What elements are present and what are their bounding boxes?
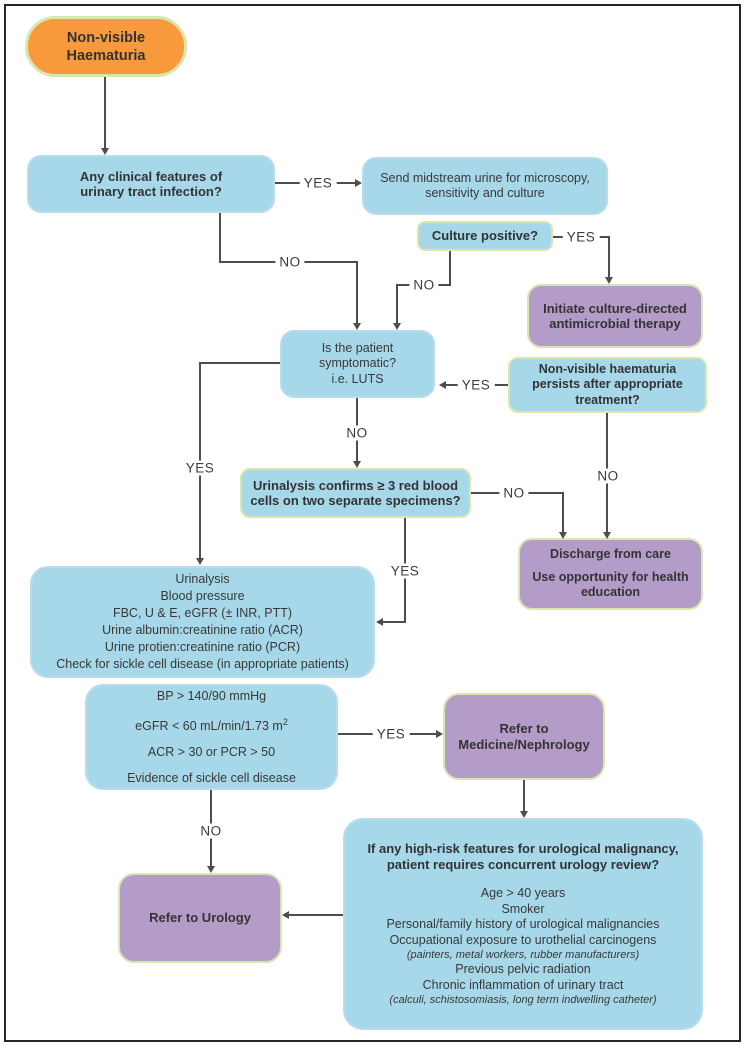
culture-question-box: Culture positive?: [417, 221, 553, 251]
edge-highrisk-to-urology-arrow: [282, 911, 289, 919]
workup-line: Check for sickle cell disease (in approp…: [56, 657, 349, 671]
edge-start-to-uti-arrow: [101, 148, 109, 155]
edge-rbc-no-line: [562, 492, 564, 533]
highrisk-title-line: patient requires concurrent urology revi…: [386, 857, 660, 872]
edge-symptomatic-yes-arrow: [196, 558, 204, 565]
criteria-line: Evidence of sickle cell disease: [127, 771, 296, 786]
criteria-box: BP > 140/90 mmHg eGFR < 60 mL/min/1.73 m…: [85, 684, 338, 790]
rbc-question-line: cells on two separate specimens?: [250, 493, 461, 508]
edge-label-uti-yes: YES: [299, 175, 337, 191]
discharge-box: Discharge from care Use opportunity for …: [518, 538, 703, 610]
highrisk-title-line: If any high-risk features for urological…: [367, 841, 679, 856]
refer-medicine-box: Refer to Medicine/Nephrology: [443, 693, 605, 780]
edge-criteria-no-arrow: [207, 866, 215, 873]
send-msu-line: Send midstream urine for microscopy,: [380, 170, 590, 185]
edge-uti-no-arrow: [353, 323, 361, 330]
highrisk-item-note: (painters, metal workers, rubber manufac…: [406, 949, 640, 961]
refer-medicine-line: Medicine/Nephrology: [458, 736, 590, 752]
edge-label-uti-no: NO: [275, 254, 305, 270]
initiate-therapy-box: Initiate culture-directed antimicrobial …: [527, 284, 703, 348]
highrisk-item: Chronic inflammation of urinary tract: [422, 977, 624, 992]
edge-medicine-to-highrisk-line: [523, 780, 525, 812]
symptomatic-question-line: i.e. LUTS: [331, 371, 384, 386]
start-node-line: Haematuria: [66, 47, 146, 64]
edge-culture-no-arrow: [393, 323, 401, 330]
criteria-egfr-text: eGFR < 60 mL/min/1.73 m: [135, 719, 283, 734]
rbc-question-box: Urinalysis confirms ≥ 3 red blood cells …: [240, 468, 471, 518]
persists-question-line: persists after appropriate: [532, 377, 683, 392]
symptomatic-question-box: Is the patient symptomatic? i.e. LUTS: [280, 330, 435, 398]
start-node-non-visible-haematuria: Non-visible Haematuria: [25, 16, 187, 77]
uti-question-line: urinary tract infection?: [80, 184, 222, 199]
edge-label-symptomatic-no: NO: [342, 425, 372, 441]
edge-label-rbc-yes: YES: [386, 563, 424, 579]
refer-urology-label: Refer to Urology: [149, 910, 251, 926]
edge-persists-yes-arrow: [439, 381, 446, 389]
edge-criteria-yes-arrow: [436, 730, 443, 738]
uti-question-line: Any clinical features of: [79, 168, 223, 184]
workup-line: Urine protien:creatinine ratio (PCR): [104, 640, 301, 654]
edge-symptomatic-no-arrow: [353, 461, 361, 468]
highrisk-item: Age > 40 years: [480, 886, 566, 900]
edge-highrisk-to-urology-line: [289, 914, 343, 916]
edge-rbc-yes-arrow: [376, 618, 383, 626]
edge-culture-no-line: [396, 284, 398, 324]
highrisk-item: Occupational exposure to urothelial carc…: [389, 932, 657, 947]
highrisk-item: Previous pelvic radiation: [455, 962, 591, 976]
rbc-question-line: Urinalysis confirms ≥ 3 red blood: [252, 477, 459, 493]
edge-label-culture-yes: YES: [562, 229, 600, 245]
workup-line: Urinalysis: [175, 572, 230, 586]
send-msu-line: sensitivity and culture: [425, 186, 545, 200]
edge-rbc-no-arrow: [559, 532, 567, 539]
edge-uti-no-line: [356, 261, 358, 324]
symptomatic-question-line: symptomatic?: [318, 356, 397, 371]
discharge-line: Discharge from care: [550, 547, 671, 562]
edge-medicine-to-highrisk-arrow: [520, 811, 528, 818]
refer-urology-box: Refer to Urology: [118, 873, 282, 963]
edge-culture-yes-arrow: [605, 277, 613, 284]
persists-question-line: Non-visible haematuria: [538, 361, 677, 376]
edge-label-rbc-no: NO: [499, 485, 529, 501]
workup-line: Urine albumin:creatinine ratio (ACR): [102, 623, 303, 637]
edge-uti-yes-arrow: [355, 179, 362, 187]
culture-question-label: Culture positive?: [431, 228, 539, 244]
persists-question-box: Non-visible haematuria persists after ap…: [508, 357, 707, 413]
edge-rbc-yes-line: [383, 621, 406, 623]
discharge-line: Use opportunity for health education: [532, 569, 689, 600]
initiate-therapy-line: Initiate culture-directed: [543, 300, 687, 316]
criteria-egfr-superscript: 2: [282, 716, 288, 727]
edge-symptomatic-yes-line: [199, 362, 280, 364]
criteria-line: eGFR < 60 mL/min/1.73 m2: [135, 709, 288, 739]
edge-culture-no-line: [449, 251, 451, 286]
edge-start-to-uti-line: [104, 77, 106, 149]
uti-question-box: Any clinical features of urinary tract i…: [27, 155, 275, 213]
start-node-line: Non-visible: [66, 29, 146, 46]
edge-label-persists-yes: YES: [457, 377, 495, 393]
workup-line: FBC, U & E, eGFR (± INR, PTT): [112, 606, 293, 620]
edge-label-criteria-no: NO: [196, 823, 226, 839]
edge-label-culture-no: NO: [409, 277, 439, 293]
persists-question-line: treatment?: [575, 392, 640, 407]
workup-box: Urinalysis Blood pressure FBC, U & E, eG…: [30, 566, 375, 678]
symptomatic-question-line: Is the patient: [321, 340, 394, 355]
initiate-therapy-line: antimicrobial therapy: [549, 316, 681, 331]
highrisk-box: If any high-risk features for urological…: [343, 818, 703, 1030]
criteria-line: BP > 140/90 mmHg: [156, 688, 267, 703]
edge-persists-no-arrow: [603, 532, 611, 539]
refer-medicine-line: Refer to: [499, 721, 549, 736]
highrisk-item-note: (calculi, schistosomiasis, long term ind…: [389, 994, 657, 1006]
edge-label-criteria-yes: YES: [372, 726, 410, 742]
send-msu-box: Send midstream urine for microscopy, sen…: [362, 157, 608, 215]
highrisk-item: Smoker: [501, 901, 545, 916]
edge-culture-yes-line: [608, 236, 610, 278]
edge-label-persists-no: NO: [593, 468, 623, 484]
edge-label-symptomatic-yes: YES: [181, 460, 219, 476]
highrisk-item: Personal/family history of urological ma…: [386, 917, 660, 931]
edge-uti-no-line: [219, 213, 221, 263]
workup-line: Blood pressure: [160, 589, 245, 603]
criteria-line: ACR > 30 or PCR > 50: [147, 745, 276, 760]
